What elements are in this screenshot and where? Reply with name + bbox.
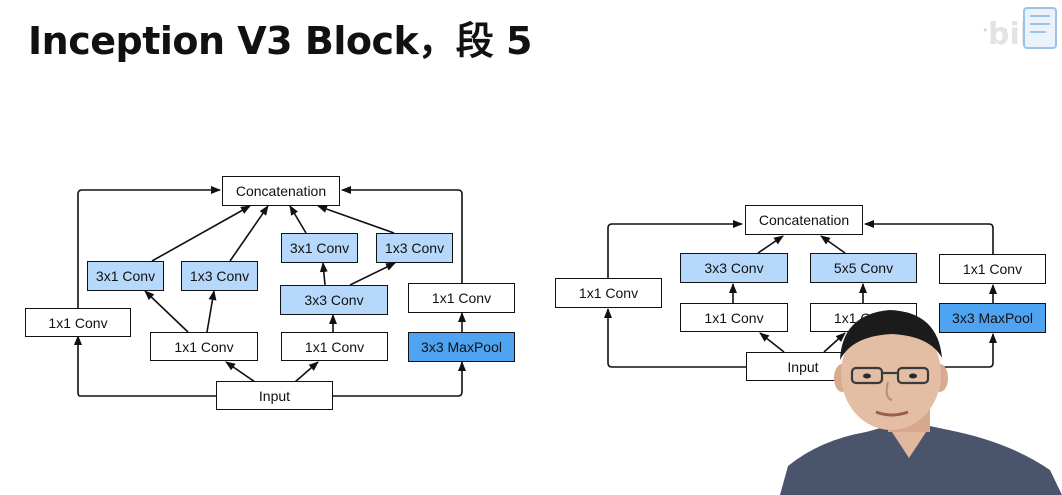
page-title: Inception V3 Block，段 5 xyxy=(28,19,532,63)
right-b4-maxpool-box: 3x3 MaxPool xyxy=(939,303,1046,333)
right-concatenation-box: Concatenation xyxy=(745,205,863,235)
right-b3-conv5x5-box: 5x5 Conv xyxy=(810,253,917,283)
right-b2-conv3x3-box: 3x3 Conv xyxy=(680,253,788,283)
left-concatenation-box: Concatenation xyxy=(222,176,340,206)
left-b1-conv1x1-box: 1x1 Conv xyxy=(25,308,131,337)
presenter-video xyxy=(780,310,1062,495)
right-b4-conv1x1-box: 1x1 Conv xyxy=(939,254,1046,284)
left-input-box: Input xyxy=(216,381,333,410)
left-b2-conv1x1-box: 1x1 Conv xyxy=(150,332,258,361)
left-b4-maxpool-box: 3x3 MaxPool xyxy=(408,332,515,362)
left-b3-conv1x3-box: 1x3 Conv xyxy=(376,233,453,263)
right-b1-conv1x1-box: 1x1 Conv xyxy=(555,278,662,308)
left-b3-conv3x3-box: 3x3 Conv xyxy=(280,285,388,315)
bilibili-logo: • • • • bil xyxy=(982,7,1057,52)
left-b3-conv3x1-box: 3x1 Conv xyxy=(281,233,358,263)
right-b2-conv1x1-box: 1x1 Conv xyxy=(680,303,788,332)
svg-text:• • • •: • • • • xyxy=(982,24,1018,37)
left-b2-conv3x1-box: 3x1 Conv xyxy=(87,261,164,291)
left-b4-conv1x1-box: 1x1 Conv xyxy=(408,283,515,313)
left-b2-conv1x3-box: 1x3 Conv xyxy=(181,261,258,291)
left-b3-conv1x1-box: 1x1 Conv xyxy=(281,332,388,361)
